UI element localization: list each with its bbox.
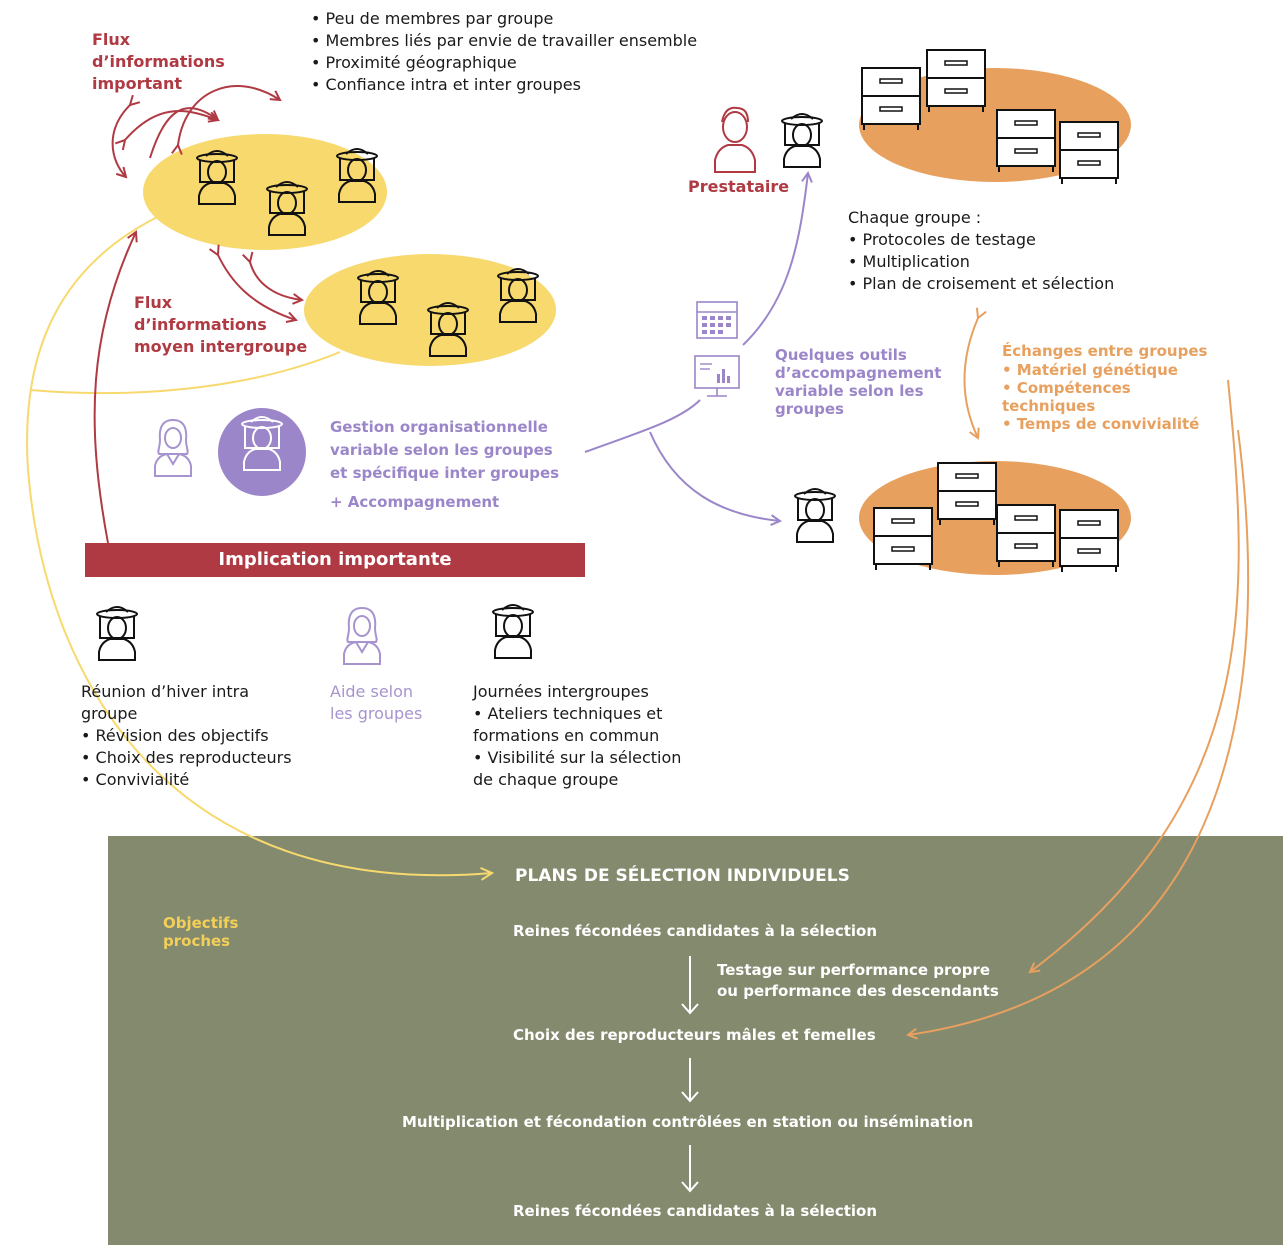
flux-arrow-a [111, 105, 130, 177]
beekeeper-icon [794, 488, 836, 543]
chaque-groupe-list: Chaque groupe : • Protocoles de testage … [848, 208, 1115, 293]
gestion-label: Gestion organisationnelle variable selon… [330, 418, 560, 482]
group-ellipse-1 [143, 134, 387, 250]
flux-moyen-label: Flux d’informations moyen intergroupe [134, 293, 308, 356]
woman-icon [154, 419, 192, 477]
to-apiary-arrow [649, 431, 780, 521]
panel-step-candidates-final: Reines fécondées candidates à la sélecti… [513, 1202, 878, 1220]
woman-icon [343, 607, 381, 665]
group-criteria-list: • Peu de membres par groupe • Membres li… [311, 9, 698, 94]
beekeeper-icon [781, 113, 823, 168]
calendar-icon [696, 301, 738, 339]
choix-feedback-arrow [908, 429, 1250, 1035]
echanges-list: • Matériel génétique • Compétences techn… [1002, 361, 1200, 433]
gestion-link [584, 399, 701, 453]
echanges-double-arrow [963, 318, 979, 438]
hive-icon [873, 507, 933, 571]
selection-plans-panel: PLANS DE SÉLECTION INDIVIDUELS Reines fé… [108, 836, 1283, 1245]
echanges-title: Échanges entre groupes [1002, 342, 1208, 360]
to-prestataire-arrow [742, 173, 808, 346]
hive-icon [937, 462, 997, 526]
panel-step-candidates: Reines fécondées candidates à la sélecti… [513, 922, 878, 940]
hive-icon [1059, 509, 1119, 573]
testage-feedback-arrow [1030, 379, 1240, 972]
beekeeper-icon [492, 604, 534, 659]
beekeeper-icon [96, 606, 138, 661]
yellow-link-line [29, 351, 341, 395]
hive-icon [996, 504, 1056, 568]
prestataire-icon [714, 106, 756, 173]
accompagnement-label: + Accompagnement [330, 493, 500, 511]
hive-icon [861, 67, 921, 131]
flux-important-label: Flux d’informations important [92, 30, 225, 93]
objectifs-proches-label: Objectifs proches [163, 914, 239, 950]
hive-icon [1059, 121, 1119, 185]
monitor-chart-icon [694, 355, 740, 397]
panel-testage-text: Testage sur performance propre ou perfor… [717, 961, 999, 1000]
objectifs-proches-arrow [26, 209, 492, 875]
aide-label: Aide selon les groupes [330, 682, 423, 723]
panel-title: PLANS DE SÉLECTION INDIVIDUELS [515, 866, 850, 886]
hive-icon [926, 49, 986, 113]
prestataire-label: Prestataire [688, 177, 790, 196]
panel-step-multiplication: Multiplication et fécondation contrôlées… [402, 1113, 974, 1131]
hive-icon [996, 109, 1056, 173]
coordinator-circle [218, 408, 306, 496]
journees-list: Journées intergroupes • Ateliers techniq… [473, 682, 682, 789]
implication-banner: Implication importante [85, 543, 585, 577]
flux-arrow-d [178, 85, 280, 145]
panel-step-choix: Choix des reproducteurs mâles et femelle… [513, 1026, 876, 1044]
reunion-list: Réunion d’hiver intra groupe • Révision … [81, 682, 292, 789]
panel-down-arrows [681, 956, 699, 1193]
beekeeper-icon [241, 416, 283, 471]
implication-arrow [93, 232, 136, 544]
outils-label: Quelques outils d’accompagnement variabl… [775, 346, 942, 418]
flux-intergroup-arrow-b [250, 262, 302, 300]
